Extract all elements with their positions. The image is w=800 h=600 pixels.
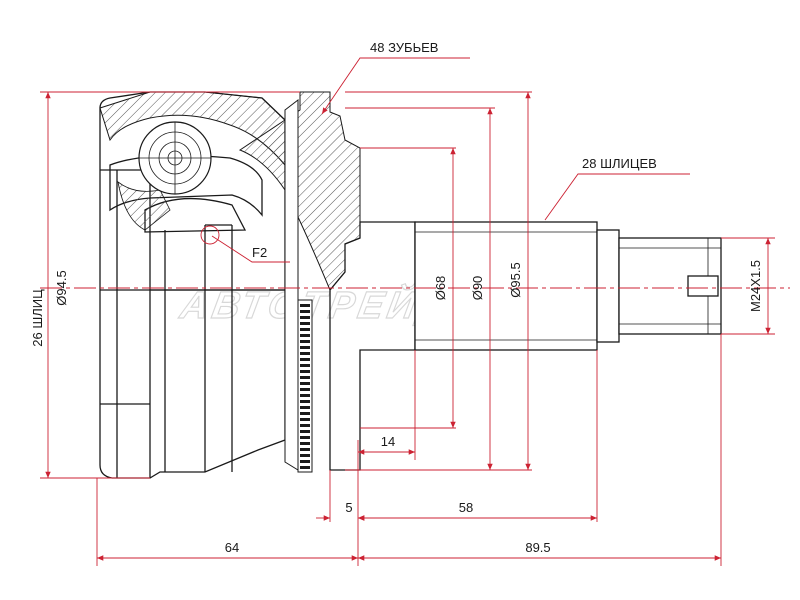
abs-tooth	[300, 436, 310, 439]
label-d95: Ø95.5	[508, 262, 523, 297]
abs-tooth	[300, 364, 310, 367]
abs-tooth	[300, 388, 310, 391]
watermark: АВТОТРЕЙД	[176, 282, 454, 327]
label-l58: 58	[459, 500, 473, 515]
abs-tooth	[300, 328, 310, 331]
abs-tooth	[300, 424, 310, 427]
label-l14: 14	[381, 434, 395, 449]
abs-tooth	[300, 466, 310, 469]
abs-tooth	[300, 340, 310, 343]
callout-outer-splines: 28 ШЛИЦЕВ	[582, 156, 657, 171]
abs-tooth	[300, 454, 310, 457]
callout-teeth: 48 ЗУБЬЕВ	[370, 40, 438, 55]
label-l5: 5	[345, 500, 352, 515]
abs-ring	[284, 98, 313, 473]
abs-tooth	[300, 304, 310, 307]
label-d-inner: Ø94.5	[54, 270, 69, 305]
abs-tooth	[300, 376, 310, 379]
label-l64: 64	[225, 540, 239, 555]
abs-tooth	[300, 316, 310, 319]
ball	[138, 121, 212, 195]
abs-tooth	[300, 358, 310, 361]
label-l89: 89.5	[525, 540, 550, 555]
abs-tooth	[300, 334, 310, 337]
abs-tooth	[300, 382, 310, 385]
abs-tooth	[300, 400, 310, 403]
labels: 48 ЗУБЬЕВ 28 ШЛИЦЕВ F2 26 ШЛИЦ Ø94.5 Ø68…	[30, 40, 763, 555]
abs-tooth	[300, 346, 310, 349]
abs-tooth	[300, 460, 310, 463]
abs-tooth	[300, 352, 310, 355]
abs-tooth	[300, 370, 310, 373]
label-thread: M24X1.5	[748, 260, 763, 312]
label-inner-splines: 26 ШЛИЦ	[30, 289, 45, 347]
stub-shaft	[329, 221, 722, 471]
abs-tooth	[300, 442, 310, 445]
abs-tooth	[300, 412, 310, 415]
abs-tooth	[300, 310, 310, 313]
section-hatching	[99, 91, 361, 291]
abs-tooth	[300, 430, 310, 433]
label-d90: Ø90	[470, 276, 485, 301]
dimensions	[40, 57, 775, 566]
abs-tooth	[300, 448, 310, 451]
abs-tooth	[300, 394, 310, 397]
abs-tooth	[300, 418, 310, 421]
callout-f2: F2	[252, 245, 267, 260]
abs-tooth	[300, 406, 310, 409]
label-d68: Ø68	[433, 276, 448, 301]
abs-tooth	[300, 322, 310, 325]
